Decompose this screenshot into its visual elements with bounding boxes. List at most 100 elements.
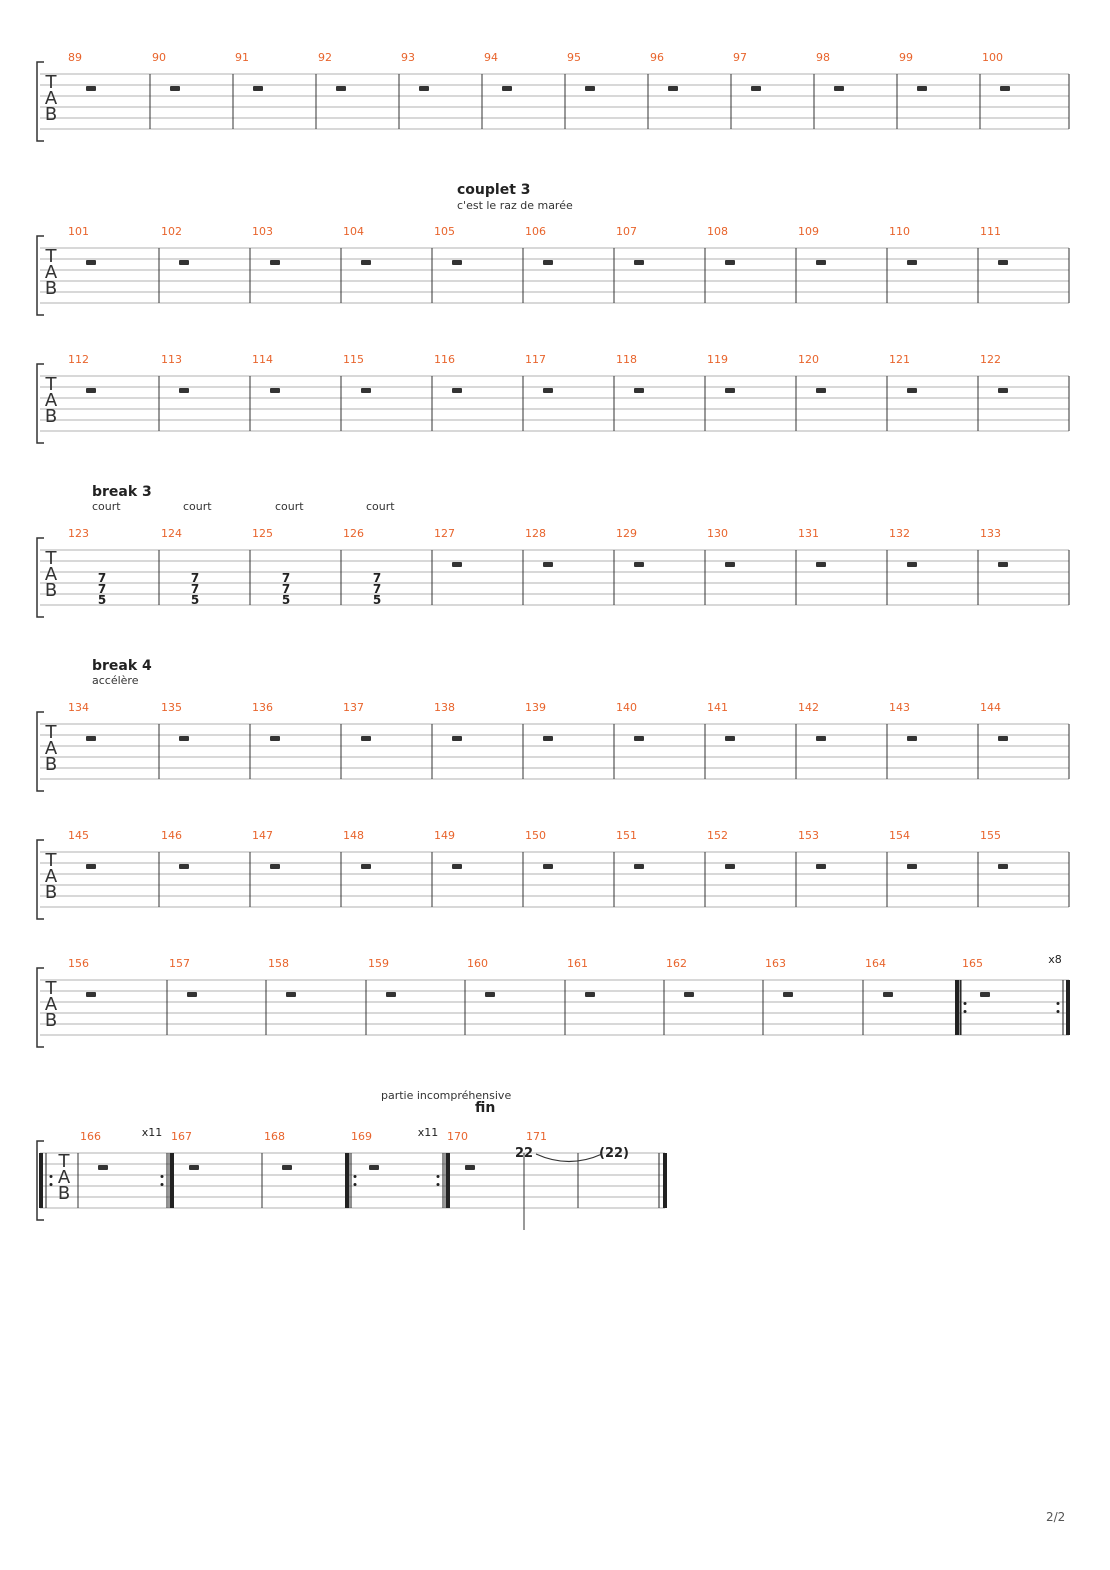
staff-bracket <box>36 711 44 792</box>
tab-clef-letter: B <box>58 1183 70 1204</box>
tab-clef-letter: A <box>58 1167 71 1188</box>
tab-clef-letter: T <box>45 722 58 743</box>
measure-number: 125 <box>252 527 273 540</box>
staff-bracket <box>36 839 44 920</box>
measure-number: 164 <box>865 957 886 970</box>
repeat-count: x11 <box>142 1126 163 1139</box>
half-rest <box>465 1165 475 1170</box>
measure-number: 163 <box>765 957 786 970</box>
half-rest <box>816 260 826 265</box>
half-rest <box>907 562 917 567</box>
half-rest <box>170 86 180 91</box>
half-rest <box>585 992 595 997</box>
section-title-break-3: break 3 <box>92 484 152 500</box>
section-subtitle-fin: partie incompréhensive <box>381 1089 512 1102</box>
half-rest <box>634 260 644 265</box>
measure-number: 90 <box>152 51 166 64</box>
annotation-court-3: court <box>275 500 304 513</box>
measure-number: 126 <box>343 527 364 540</box>
half-rest <box>907 388 917 393</box>
measure-number: 101 <box>68 225 89 238</box>
tab-clef-letter: A <box>45 88 58 109</box>
tab-clef-letter: T <box>45 374 58 395</box>
half-rest <box>980 992 990 997</box>
half-rest <box>816 736 826 741</box>
half-rest <box>419 86 429 91</box>
section-title-break-4: break 4 <box>92 658 152 674</box>
repeat-end-dots <box>1056 1002 1060 1005</box>
staff-bracket <box>36 235 44 316</box>
half-rest <box>725 260 735 265</box>
staff-bracket <box>36 363 44 444</box>
repeat-end-dots <box>1056 1010 1060 1013</box>
repeat-start-dots <box>963 1002 967 1005</box>
measure-number: 157 <box>169 957 190 970</box>
measure-number: 166 <box>80 1130 101 1143</box>
half-rest <box>270 864 280 869</box>
measure-number: 115 <box>343 353 364 366</box>
measure-number: 109 <box>798 225 819 238</box>
half-rest <box>725 864 735 869</box>
repeat-start-dots <box>49 1183 53 1186</box>
measure-number: 93 <box>401 51 415 64</box>
fret-number: 7 <box>373 582 381 596</box>
fret-number: 5 <box>191 593 199 607</box>
half-rest <box>816 562 826 567</box>
half-rest <box>253 86 263 91</box>
half-rest <box>816 388 826 393</box>
staff-bracket <box>36 537 44 618</box>
section-subtitle-couplet-3: c'est le raz de marée <box>457 199 573 212</box>
half-rest <box>634 864 644 869</box>
measure-number: 150 <box>525 829 546 842</box>
half-rest <box>1000 86 1010 91</box>
half-rest <box>98 1165 108 1170</box>
annotation-court-1: court <box>92 500 121 513</box>
measure-number: 98 <box>816 51 830 64</box>
half-rest <box>725 388 735 393</box>
measure-number: 155 <box>980 829 1001 842</box>
annotation-court-4: court <box>366 500 395 513</box>
half-rest <box>998 562 1008 567</box>
half-rest <box>86 260 96 265</box>
measure-number: 97 <box>733 51 747 64</box>
measure-number: 144 <box>980 701 1001 714</box>
measure-number: 168 <box>264 1130 285 1143</box>
half-rest <box>907 736 917 741</box>
page-number: 2/2 <box>1046 1510 1066 1524</box>
half-rest <box>502 86 512 91</box>
half-rest <box>543 260 553 265</box>
fret-number: 5 <box>98 593 106 607</box>
measure-number: 89 <box>68 51 82 64</box>
section-subtitle-break-4: accélère <box>92 674 139 687</box>
annotation-court-2: court <box>183 500 212 513</box>
measure-number: 158 <box>268 957 289 970</box>
repeat-count: x8 <box>1048 953 1062 966</box>
half-rest <box>783 992 793 997</box>
half-rest <box>816 864 826 869</box>
half-rest <box>270 388 280 393</box>
repeat-start-bar <box>955 980 959 1035</box>
half-rest <box>917 86 927 91</box>
measure-number: 136 <box>252 701 273 714</box>
section-title-fin: fin <box>475 1100 496 1116</box>
tab-clef-letter: T <box>45 978 58 999</box>
measure-number: 123 <box>68 527 89 540</box>
measure-number: 111 <box>980 225 1001 238</box>
measure-number: 117 <box>525 353 546 366</box>
measure-number: 113 <box>161 353 182 366</box>
half-rest <box>907 864 917 869</box>
measure-number: 149 <box>434 829 455 842</box>
measure-number: 124 <box>161 527 182 540</box>
tab-clef-letter: T <box>45 72 58 93</box>
measure-number: 102 <box>161 225 182 238</box>
tab-clef-letter: T <box>58 1151 71 1172</box>
measure-number: 170 <box>447 1130 468 1143</box>
measure-number: 127 <box>434 527 455 540</box>
half-rest <box>452 736 462 741</box>
measure-number: 152 <box>707 829 728 842</box>
half-rest <box>452 388 462 393</box>
half-rest <box>86 388 96 393</box>
measure-number: 118 <box>616 353 637 366</box>
tie-arc <box>535 1153 603 1163</box>
half-rest <box>361 388 371 393</box>
